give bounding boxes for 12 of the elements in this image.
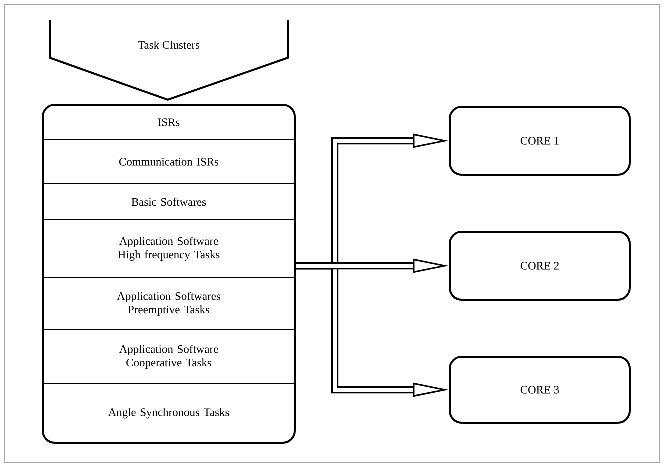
task-row: Angle Synchronous Tasks [108,408,230,419]
task-row: ISRs [158,118,180,126]
task-row: Application Software High frequency Tasks [118,237,220,261]
task-row: Communication ISRs [120,158,219,166]
task-row: Basic Softwares [132,198,206,206]
core-box: CORE 1 [449,106,631,176]
core-box: CORE 3 [449,356,631,424]
cluster-box [42,104,296,444]
core-box: CORE 2 [449,231,631,301]
task-row: Application Software Cooperative Tasks [119,345,218,369]
task-row: Application Softwares Preemptive Tasks [117,292,220,316]
funnel: Task Clusters [49,20,289,102]
